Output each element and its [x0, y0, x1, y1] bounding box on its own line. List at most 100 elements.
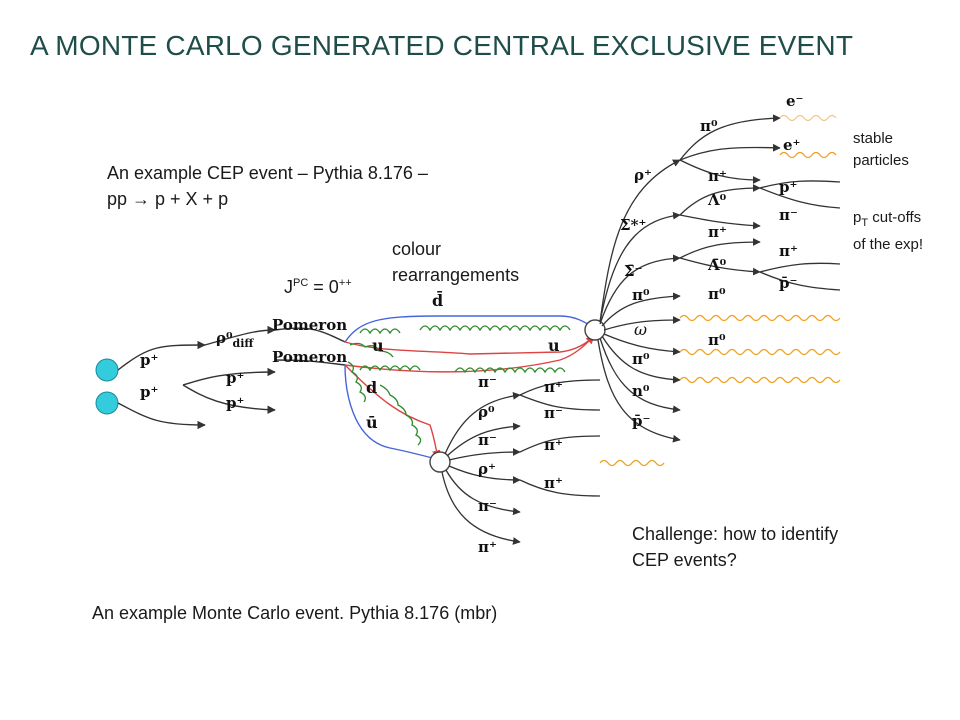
- line-p2: [117, 402, 206, 430]
- label-e-minus: e⁻: [786, 92, 803, 110]
- fan-r6: [679, 238, 761, 259]
- fan-l7: [519, 379, 601, 411]
- label-rho-diff: ρ⁰diff: [216, 329, 254, 350]
- label-pi-plus-6: π⁺: [544, 474, 563, 492]
- fan-r5: [679, 214, 761, 230]
- fan-l3: [448, 448, 521, 461]
- label-pbar-2: p̄⁻: [632, 412, 650, 430]
- caption: An example Monte Carlo event. Pythia 8.1…: [92, 603, 498, 623]
- vertex-lower: [429, 451, 451, 473]
- fan-r2: [679, 143, 781, 161]
- fan-r4: [679, 184, 761, 216]
- colour-rearrangements-text: colour rearrangements: [392, 236, 519, 288]
- label-pi-plus-3: π⁺: [779, 242, 798, 260]
- gluon-3: [359, 365, 421, 372]
- fan-l2: [446, 422, 521, 457]
- example-cep-line1: An example CEP event – Pythia 8.176 –: [107, 163, 428, 183]
- line-rho-diff: [204, 325, 276, 346]
- label-pi-plus-4: π⁺: [544, 378, 563, 396]
- label-pi-plus-5: π⁺: [544, 436, 563, 454]
- label-rho-plus-1: ρ⁺: [634, 166, 652, 184]
- gluon-1: [359, 328, 401, 335]
- label-p-plus-1: p⁺: [140, 351, 158, 369]
- label-pi0-1: π⁰: [700, 117, 718, 135]
- line-p3: [182, 367, 276, 386]
- label-pi-minus-2: π⁻: [478, 373, 497, 391]
- label-pi-plus-2: π⁺: [708, 223, 727, 241]
- line-pomeron-2: [274, 359, 346, 366]
- label-pi-minus-1: π⁻: [779, 206, 798, 224]
- wavy-2: [779, 151, 837, 159]
- fan-u3: [599, 254, 681, 325]
- colour-line1: colour: [392, 239, 442, 259]
- label-ubar: ū: [366, 413, 378, 432]
- label-sigma-star: Σ*⁺: [620, 216, 646, 234]
- wavy-5: [679, 376, 841, 384]
- label-dbar: d̄: [432, 290, 443, 310]
- label-rho-diff-sub: diff: [233, 337, 255, 350]
- label-p-plus-top: p⁺: [779, 178, 797, 196]
- line-d: [344, 364, 441, 459]
- label-pi0-4: π⁰: [708, 331, 726, 349]
- challenge-line1: Challenge: how to identify: [632, 524, 839, 544]
- fan-u6: [603, 333, 681, 356]
- label-lambda0: Λ⁰: [707, 191, 727, 209]
- gluon-6: [349, 342, 394, 358]
- pt-line2: of the exp!: [853, 236, 924, 253]
- label-pomeron-1: Pomeron: [272, 316, 347, 334]
- jpc-label: JPC = 0++: [284, 270, 352, 300]
- challenge-line2: CEP events?: [632, 550, 737, 570]
- colour-line2: rearrangements: [392, 265, 520, 285]
- label-pi-plus-7: π⁺: [478, 538, 497, 556]
- fan-r1: [679, 114, 781, 161]
- line-u2: [344, 337, 593, 373]
- fan-r9: [759, 262, 841, 291]
- label-pbar-1: p̄⁻: [779, 274, 797, 292]
- gluon-2: [419, 325, 571, 332]
- label-p-plus-3: p⁺: [226, 369, 244, 387]
- fan-u9: [597, 339, 681, 443]
- wavy-6: [599, 459, 665, 467]
- fan-u2: [599, 211, 681, 323]
- label-pi-minus-4: π⁻: [478, 431, 497, 449]
- label-lambda-bar: Λ̄⁰: [707, 256, 727, 274]
- pt-p: p: [853, 209, 862, 226]
- stable-line2: particles: [853, 152, 909, 169]
- label-d: d: [366, 378, 377, 397]
- fan-u7: [601, 335, 681, 384]
- label-pi-plus-1: π⁺: [708, 167, 727, 185]
- fan-u5: [603, 316, 681, 331]
- label-n0: n⁰: [632, 382, 650, 400]
- example-cep-line2: pp → p + X + p: [107, 189, 229, 209]
- gluon-5: [347, 361, 422, 446]
- wavy-1: [779, 114, 837, 122]
- label-sigma-bar: Σ̄⁻: [624, 262, 643, 280]
- line-u1: [344, 335, 595, 355]
- example-cep-text: An example CEP event – Pythia 8.176 – pp…: [107, 160, 428, 212]
- fan-l5: [445, 469, 521, 516]
- proton-beam-2: [95, 391, 119, 415]
- label-rho-diff-main: ρ⁰: [216, 329, 233, 347]
- challenge-text: Challenge: how to identify CEP events?: [632, 521, 838, 573]
- pt-rest: cut-offs: [868, 209, 922, 226]
- fan-l1: [444, 392, 521, 455]
- label-pi-minus-3: π⁻: [544, 404, 563, 422]
- fan-u1: [599, 159, 681, 323]
- jpc-sup1: PC: [293, 277, 309, 289]
- fan-r3: [679, 159, 761, 184]
- fan-l6: [441, 471, 521, 545]
- page-title: A MONTE CARLO GENERATED CENTRAL EXCLUSIV…: [30, 30, 854, 61]
- jpc-eq: = 0: [308, 277, 339, 297]
- label-rho-plus-2: ρ⁺: [478, 460, 496, 478]
- label-pi0-3: π⁰: [632, 286, 650, 304]
- jpc-j: J: [284, 277, 293, 297]
- label-p-plus-2: p⁺: [140, 383, 158, 401]
- fan-l4: [448, 465, 521, 484]
- line-dbar: [344, 315, 595, 343]
- line-p4: [182, 384, 276, 414]
- label-u2: u: [548, 336, 560, 355]
- fan-l8: [519, 435, 601, 497]
- label-rho0-2: ρ⁰: [478, 403, 495, 421]
- pt-cutoffs-text: pT cut-offs of the exp!: [853, 207, 923, 256]
